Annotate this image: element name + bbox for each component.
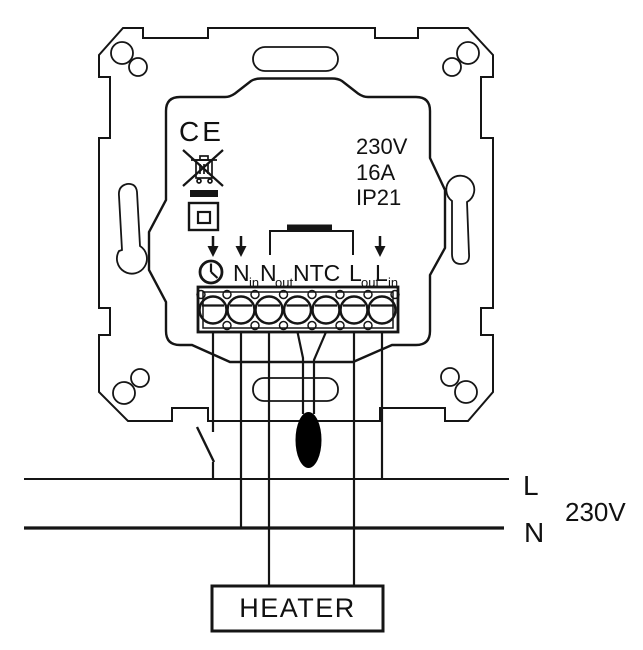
label-n-in-sub: in xyxy=(249,275,259,290)
down-arrow-icon-nin xyxy=(235,236,247,257)
rating-ip: IP21 xyxy=(356,185,401,210)
clock-icon xyxy=(198,259,224,285)
weee-bar xyxy=(190,190,218,197)
ntc-bridge xyxy=(269,224,354,255)
terminal-screw xyxy=(226,295,256,325)
terminal-screw xyxy=(254,295,284,325)
terminal-screw xyxy=(282,295,313,325)
terminal-screw xyxy=(311,295,341,325)
terminal-screw xyxy=(339,295,369,325)
rating-current: 16A xyxy=(356,160,395,185)
line-label: L xyxy=(523,470,539,501)
switch-wire xyxy=(195,332,216,479)
ntc-probe-icon xyxy=(295,412,322,468)
double-insulation-icon xyxy=(187,201,220,232)
wiring xyxy=(195,331,384,586)
thermostat-body xyxy=(147,77,447,364)
mounting-plate xyxy=(98,27,494,422)
label-l-in-sub: in xyxy=(388,275,398,290)
thermostat-body-outline xyxy=(147,77,447,364)
down-arrow-icon-clock xyxy=(207,236,219,257)
heater-label: HEATER xyxy=(239,593,356,623)
terminal-annotations: N in N out NTC L out L in xyxy=(198,224,398,290)
corner-hole-top-left xyxy=(110,41,148,77)
terminal-block-pin-holes xyxy=(196,289,400,331)
ntc-sensor-wires xyxy=(295,331,328,468)
neutral-label: N xyxy=(524,517,544,548)
heater-box xyxy=(210,584,385,633)
heater-load: HEATER xyxy=(210,584,385,633)
supply-voltage-label: 230V xyxy=(565,497,626,527)
top-mounting-slot xyxy=(252,46,339,72)
label-ntc: NTC xyxy=(293,260,340,286)
rating-voltage: 230V xyxy=(356,134,408,159)
label-n-in: N xyxy=(233,260,250,286)
label-l-out: L xyxy=(349,260,362,286)
bottom-mounting-slot xyxy=(252,377,339,402)
corner-hole-bottom-right xyxy=(440,367,478,404)
corner-hole-bottom-left xyxy=(112,368,150,405)
device-markings: CE 230V 16A IP21 xyxy=(179,116,408,232)
terminal-block-inner xyxy=(202,291,394,329)
supply-lines: L N 230V xyxy=(24,470,626,548)
terminal-labels: N in N out NTC L out L in xyxy=(233,260,398,290)
label-l-in: L xyxy=(375,260,388,286)
terminal-screw xyxy=(367,295,397,325)
ce-mark: CE xyxy=(179,116,224,147)
terminal-screws xyxy=(198,295,397,325)
switch-contact-symbol xyxy=(195,426,216,463)
thermistor-bar xyxy=(287,224,332,232)
mounting-plate-outline xyxy=(98,27,494,422)
ratings-text: 230V 16A IP21 xyxy=(356,134,408,210)
right-keyhole-slot xyxy=(445,174,476,265)
left-keyhole-slot xyxy=(116,183,148,275)
terminal-block xyxy=(196,285,400,334)
corner-hole-top-right xyxy=(442,41,480,77)
down-arrow-icon-lin xyxy=(374,236,386,257)
weee-crossed-bin-icon xyxy=(182,149,224,187)
label-n-out: N xyxy=(260,260,277,286)
